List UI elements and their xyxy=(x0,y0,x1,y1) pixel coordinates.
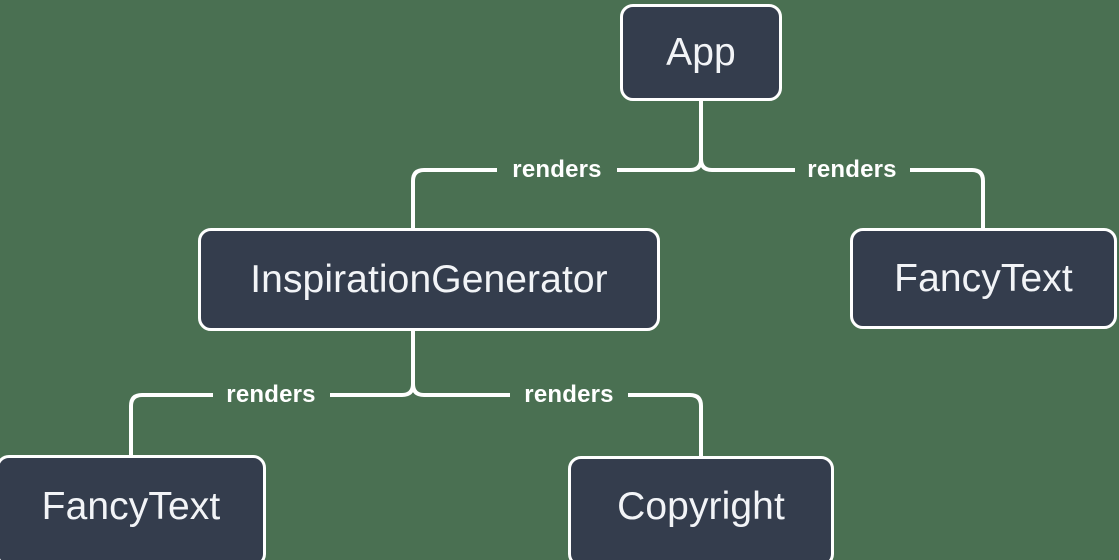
node-copyright[interactable]: Copyright xyxy=(568,456,834,560)
node-inspiration-generator-label: InspirationGenerator xyxy=(250,258,608,301)
edge-label-app-to-fancytext-right: renders xyxy=(807,156,897,183)
edge-label-inspiration-to-fancytext-bottom: renders xyxy=(226,381,316,408)
edge-label-inspiration-to-copyright: renders xyxy=(524,381,614,408)
node-fancytext-right-label: FancyText xyxy=(894,257,1073,300)
node-app-label: App xyxy=(666,31,736,74)
node-fancytext-bottom[interactable]: FancyText xyxy=(0,455,266,560)
node-copyright-label: Copyright xyxy=(617,485,785,528)
node-fancytext-bottom-label: FancyText xyxy=(41,484,221,528)
node-fancytext-right[interactable]: FancyText xyxy=(850,228,1117,329)
node-app[interactable]: App xyxy=(620,4,782,101)
edge-label-app-to-inspiration: renders xyxy=(512,156,602,183)
node-inspiration-generator[interactable]: InspirationGenerator xyxy=(198,228,660,331)
